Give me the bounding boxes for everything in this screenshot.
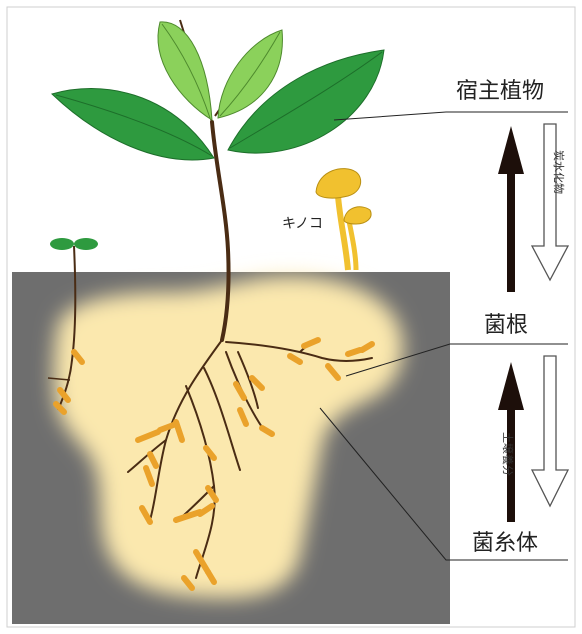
seedling-leaf	[50, 238, 74, 250]
soil-nutrient-label: 土壌養分	[501, 432, 515, 476]
carbohydrate-label: 炭水化物	[552, 150, 566, 194]
seedling-leaf	[74, 238, 98, 250]
mushroom-label: キノコ	[282, 216, 323, 232]
mycorrhiza-label: 菌根	[484, 313, 528, 338]
mycelium-label: 菌糸体	[472, 531, 538, 556]
host-plant-label: 宿主植物	[456, 79, 544, 104]
